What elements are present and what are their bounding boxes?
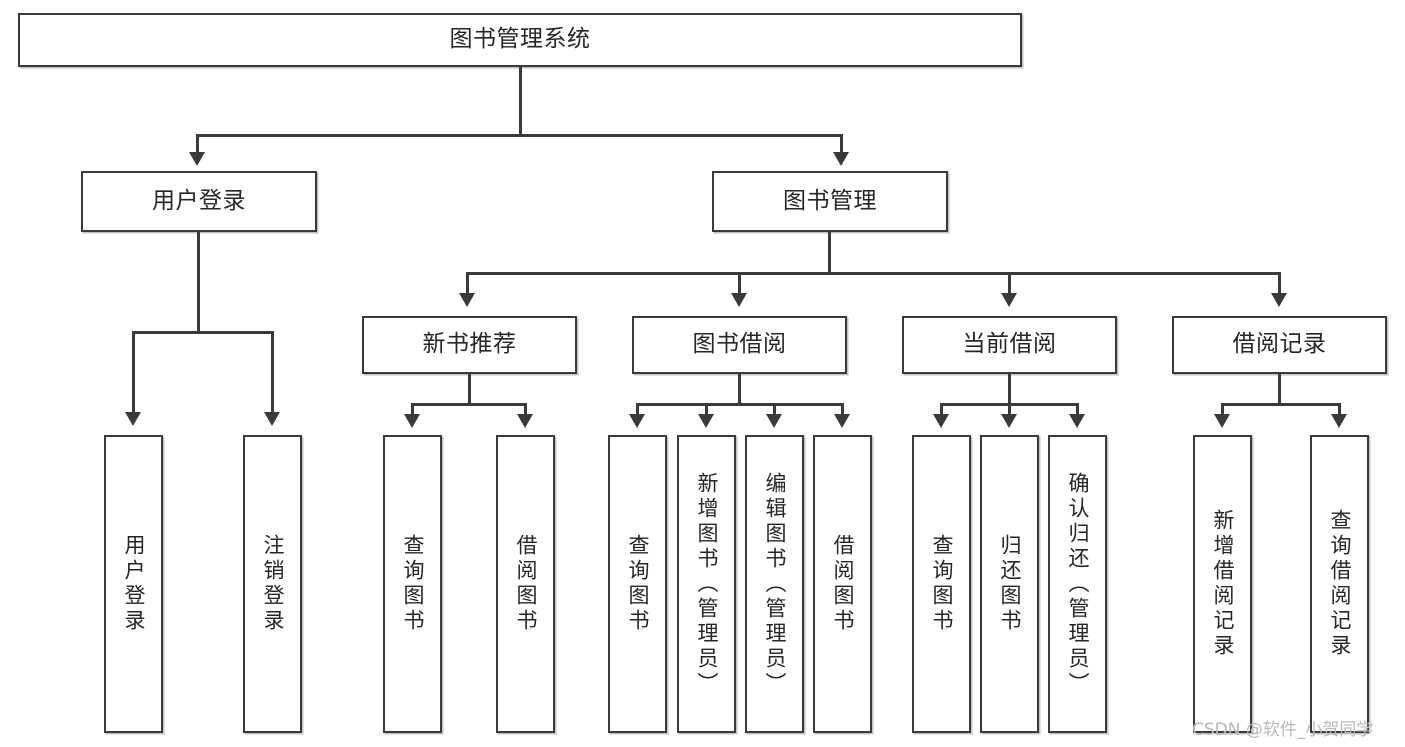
node-label: 查询借阅记录 (1328, 509, 1352, 659)
node-borrow-record[interactable]: 借阅记录 (1172, 316, 1387, 374)
connector-user-login-stem (197, 232, 200, 333)
connector-book-borrow-bus (636, 403, 844, 406)
connector-book-management-bus (466, 272, 1280, 275)
node-label: 查询图书 (401, 534, 425, 634)
node-root-book-management-system[interactable]: 图书管理系统 (18, 13, 1022, 67)
node-leaf-user-login[interactable]: 用户登录 (104, 435, 163, 733)
node-leaf-return-book[interactable]: 归还图书 (980, 435, 1039, 733)
arrowhead-borrow-record-leaf-1 (1214, 414, 1230, 428)
connector-bm-to-new-book (466, 272, 469, 296)
connector-root-to-book-management (840, 134, 843, 156)
connector-borrow-record-stem (1278, 374, 1281, 405)
connector-book-borrow-leaf-2 (705, 403, 708, 417)
connector-book-borrow-leaf-1 (636, 403, 639, 417)
node-leaf-query-book-new-recommend[interactable]: 查询图书 (383, 435, 442, 733)
connector-book-borrow-leaf-4 (841, 403, 844, 417)
arrowhead-root-to-book-management (833, 152, 849, 166)
arrowhead-user-login-leaf-1 (125, 412, 141, 426)
connector-current-borrow-stem (1008, 374, 1011, 405)
arrowhead-borrow-record-leaf-2 (1331, 414, 1347, 428)
node-leaf-user-logout[interactable]: 注销登录 (243, 435, 302, 733)
connector-user-login-to-leaf-1 (132, 331, 135, 415)
node-label: 图书管理 (783, 187, 877, 214)
node-leaf-query-borrow-record[interactable]: 查询借阅记录 (1310, 435, 1369, 733)
node-leaf-borrow-book-borrow[interactable]: 借阅图书 (813, 435, 872, 733)
connector-root-bus (196, 134, 842, 137)
node-label: 新书推荐 (422, 331, 517, 358)
arrowhead-bm-current-borrow (1001, 293, 1017, 307)
node-label: 借阅图书 (831, 534, 855, 634)
connector-borrow-record-leaf-2 (1338, 403, 1341, 417)
arrowhead-new-book-leaf-2 (517, 414, 533, 428)
node-label: 归还图书 (998, 534, 1022, 634)
node-label: 查询图书 (930, 534, 954, 634)
node-label: 用户登录 (122, 534, 146, 634)
node-label: 编辑图书（管理员） (763, 471, 787, 697)
node-label: 确认归还（管理员） (1066, 471, 1090, 697)
connector-current-borrow-leaf-2 (1008, 403, 1011, 417)
node-label: 当前借阅 (962, 331, 1057, 358)
node-book-management[interactable]: 图书管理 (712, 171, 948, 232)
arrowhead-current-borrow-leaf-2 (1001, 414, 1017, 428)
node-book-borrow[interactable]: 图书借阅 (632, 316, 847, 374)
node-label: 借阅记录 (1232, 331, 1327, 358)
arrowhead-bm-book-borrow (731, 293, 747, 307)
arrowhead-book-borrow-leaf-3 (766, 414, 782, 428)
arrowhead-user-login-leaf-2 (264, 412, 280, 426)
connector-bm-to-current-borrow (1008, 272, 1011, 296)
node-user-login[interactable]: 用户登录 (81, 171, 317, 232)
node-label: 查询图书 (626, 534, 650, 634)
connector-user-login-bus (132, 331, 271, 334)
connector-bm-to-borrow-record (1278, 272, 1281, 296)
node-label: 用户登录 (152, 187, 246, 214)
arrowhead-book-borrow-leaf-4 (834, 414, 850, 428)
connector-current-borrow-leaf-1 (940, 403, 943, 417)
arrowhead-new-book-leaf-1 (404, 414, 420, 428)
connector-new-book-bus (411, 403, 524, 406)
arrowhead-current-borrow-leaf-3 (1069, 414, 1085, 428)
node-label: 图书借阅 (692, 331, 787, 358)
connector-new-book-stem (468, 374, 471, 405)
csdn-watermark: CSDN @软件_小贺同学 (1192, 720, 1374, 740)
node-new-book-recommend[interactable]: 新书推荐 (362, 316, 577, 374)
connector-book-borrow-stem (738, 374, 741, 405)
node-leaf-query-book-current[interactable]: 查询图书 (912, 435, 971, 733)
node-leaf-confirm-return-admin[interactable]: 确认归还（管理员） (1048, 435, 1107, 733)
connector-root-stem (519, 67, 522, 136)
connector-book-borrow-leaf-3 (773, 403, 776, 417)
arrowhead-bm-borrow-record (1271, 293, 1287, 307)
node-leaf-add-borrow-record[interactable]: 新增借阅记录 (1193, 435, 1252, 733)
arrowhead-current-borrow-leaf-1 (933, 414, 949, 428)
connector-root-to-user-login (196, 134, 199, 156)
connector-borrow-record-leaf-1 (1221, 403, 1224, 417)
connector-book-management-stem (828, 232, 831, 274)
node-leaf-add-book-admin[interactable]: 新增图书（管理员） (677, 435, 736, 733)
node-label: 借阅图书 (514, 534, 538, 634)
connector-borrow-record-bus (1221, 403, 1338, 406)
arrowhead-root-to-user-login (189, 152, 205, 166)
connector-current-borrow-leaf-3 (1076, 403, 1079, 417)
node-label: 新增图书（管理员） (695, 471, 719, 697)
arrowhead-book-borrow-leaf-2 (698, 414, 714, 428)
connector-bm-to-book-borrow (738, 272, 741, 296)
connector-user-login-to-leaf-2 (271, 331, 274, 415)
node-label: 图书管理系统 (449, 26, 591, 53)
node-leaf-edit-book-admin[interactable]: 编辑图书（管理员） (745, 435, 804, 733)
node-label: 注销登录 (261, 534, 285, 634)
node-current-borrow[interactable]: 当前借阅 (902, 316, 1117, 374)
node-leaf-borrow-book-new-recommend[interactable]: 借阅图书 (496, 435, 555, 733)
node-label: 新增借阅记录 (1211, 509, 1235, 659)
arrowhead-bm-new-book (459, 293, 475, 307)
connector-new-book-leaf-1 (411, 403, 414, 417)
node-leaf-query-book-borrow[interactable]: 查询图书 (608, 435, 667, 733)
connector-new-book-leaf-2 (524, 403, 527, 417)
arrowhead-book-borrow-leaf-1 (629, 414, 645, 428)
